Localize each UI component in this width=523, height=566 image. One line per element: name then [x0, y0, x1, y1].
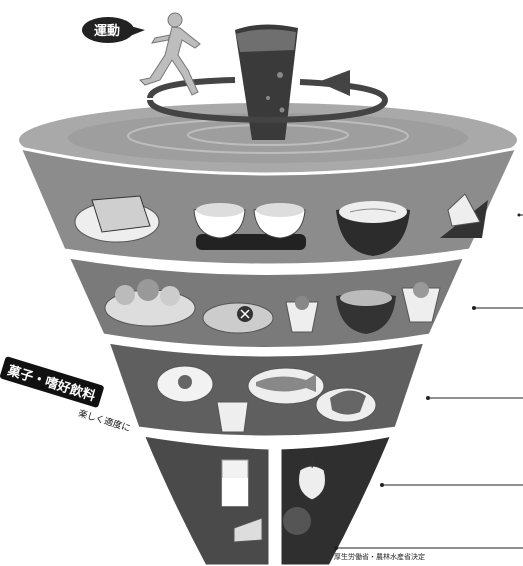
salmon-icon: [315, 387, 377, 423]
bread-icon: [74, 195, 160, 243]
orange-icon: [283, 507, 311, 535]
grilled-fish-icon: [247, 367, 325, 405]
tier-dairy: [140, 433, 272, 566]
onigiri-icon: [440, 193, 488, 238]
running-person-icon: [138, 12, 201, 96]
exercise-label: 運動: [94, 23, 120, 39]
vegetable-dish-icon: [202, 302, 274, 334]
apple-icon: [298, 457, 326, 501]
milk-glass-icon: [221, 459, 249, 507]
noodle-bowl-icon: [336, 201, 410, 256]
fried-egg-icon: [156, 365, 214, 403]
vegetable-bowl-icon: [401, 282, 441, 323]
exercise-bubble: [82, 17, 145, 43]
side-dish-icon: [285, 296, 319, 333]
cheese-icon: [233, 517, 263, 543]
tofu-icon: [216, 401, 249, 433]
rice-bowl-icon: [193, 203, 306, 250]
source-note: 厚生労働省・農林水産省決定: [334, 553, 425, 561]
salad-icon: [104, 279, 196, 327]
soup-bowl-icon: [336, 290, 396, 334]
water-glass-icon: [235, 24, 298, 141]
rotation-arrow-icon: [147, 70, 389, 124]
